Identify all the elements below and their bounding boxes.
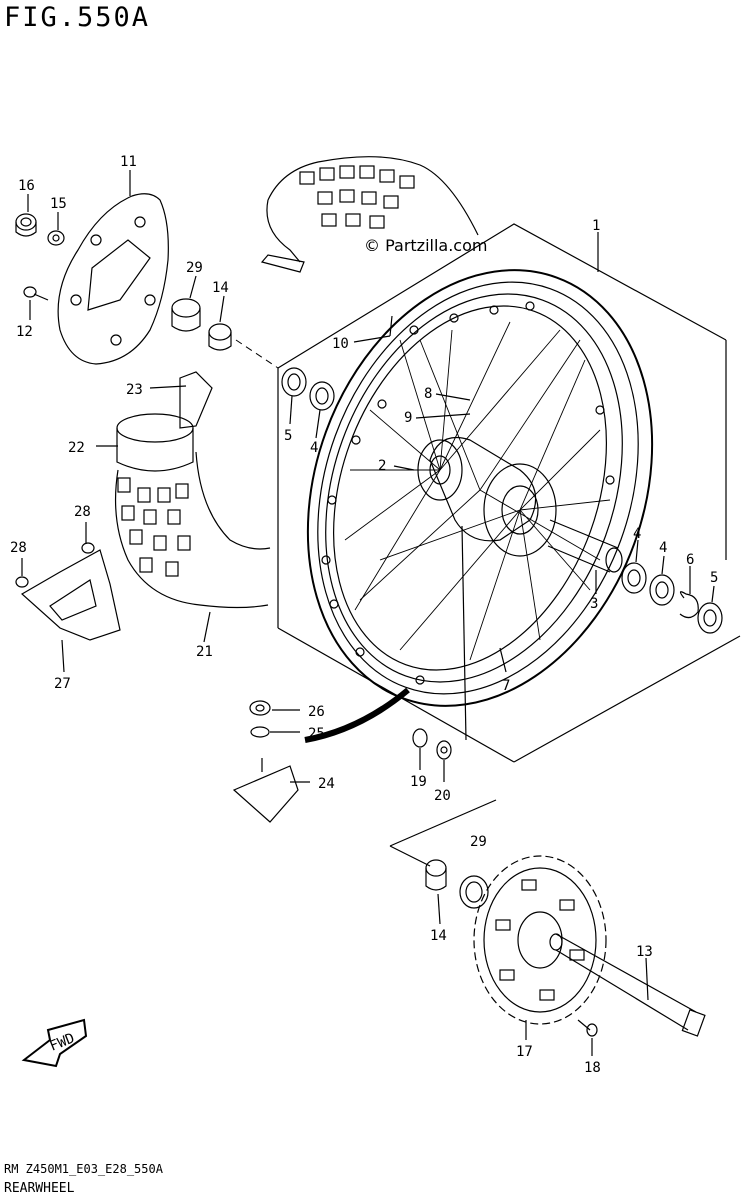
footer-title: REARWHEEL [4, 1181, 75, 1196]
callout-6: 6 [686, 552, 694, 568]
nut-19 [412, 728, 428, 748]
sprocket-assembly-box [389, 799, 497, 867]
callout-10: 10 [332, 336, 349, 352]
rim-lock-strip [179, 371, 213, 429]
callout-14-lower: 14 [430, 928, 447, 944]
callout-18: 18 [584, 1060, 601, 1076]
washer-15 [47, 230, 65, 246]
callout-11: 11 [120, 154, 137, 170]
callout-9: 9 [404, 410, 412, 426]
callout-23: 23 [126, 382, 143, 398]
sprocket-bolt-18 [577, 1019, 598, 1037]
bolt-28-a [15, 576, 29, 588]
bearing-4-left [309, 381, 335, 411]
circlip-6 [679, 591, 699, 619]
oil-seal-5-left [281, 367, 307, 397]
tire-tread-top [299, 165, 415, 229]
callout-5-left: 5 [284, 428, 292, 444]
washer-25 [250, 726, 270, 738]
nut-16 [15, 213, 37, 237]
oil-seal-29-top [171, 298, 201, 332]
callout-14-top: 14 [212, 280, 229, 296]
callout-1: 1 [592, 218, 600, 234]
figure-title: FIG.550A [4, 2, 151, 33]
washer-20 [436, 740, 452, 760]
axis-line-top [235, 339, 279, 369]
wheel-assembly-box [277, 223, 741, 763]
callout-15: 15 [50, 196, 67, 212]
callout-28-b: 28 [74, 504, 91, 520]
callout-20: 20 [434, 788, 451, 804]
rim-band [116, 413, 194, 472]
forward-arrow-icon: FWD [21, 1018, 88, 1068]
callout-5-right: 5 [710, 570, 718, 586]
brake-disc [57, 193, 169, 365]
callout-19: 19 [410, 774, 427, 790]
callout-2: 2 [378, 458, 386, 474]
oil-seal-5-right [697, 602, 723, 634]
leader-lines [21, 170, 715, 1056]
callout-16: 16 [18, 178, 35, 194]
bearing-4-right-a [621, 562, 647, 594]
callout-labels: 1 2 3 4 4 4 5 5 6 7 8 9 10 11 12 13 14 1… [10, 154, 718, 1076]
hub-spacer-3 [547, 519, 623, 573]
callout-25: 25 [308, 726, 325, 742]
copyright-watermark: © Partzilla.com [364, 236, 488, 255]
callout-3: 3 [590, 596, 598, 612]
spacer-14-top [208, 323, 232, 351]
rear-wheel [306, 269, 654, 707]
callout-26: 26 [308, 704, 325, 720]
callout-29-top: 29 [186, 260, 203, 276]
nut-26 [249, 700, 271, 716]
callout-24: 24 [318, 776, 335, 792]
tire-section-top [260, 156, 479, 273]
valve-stem [304, 687, 410, 743]
callout-28-a: 28 [10, 540, 27, 556]
rear-hub [417, 436, 557, 557]
callout-27: 27 [54, 676, 71, 692]
callout-8: 8 [424, 386, 432, 402]
callout-12: 12 [16, 324, 33, 340]
wheel-spokes [344, 321, 611, 661]
callout-21: 21 [196, 644, 213, 660]
callout-22: 22 [68, 440, 85, 456]
footer-code: RM Z450M1_E03_E28_550A [4, 1162, 163, 1176]
rear-sprocket [473, 855, 607, 1025]
spacer-14-lower [425, 859, 447, 891]
rim-spoke-holes [321, 301, 615, 685]
bearing-4-right-b [649, 574, 675, 606]
callout-17: 17 [516, 1044, 533, 1060]
callout-29-lower: 29 [470, 834, 487, 850]
callout-13: 13 [636, 944, 653, 960]
callout-4-right-b: 4 [659, 540, 667, 556]
disc-cover-27 [20, 549, 121, 641]
rear-axle-13 [549, 933, 706, 1037]
oil-seal-29-lower [459, 875, 489, 909]
tire-section-left [114, 451, 271, 609]
rim-lock-24 [232, 758, 299, 823]
callout-4-right-a: 4 [633, 526, 641, 542]
tire-tread-left [117, 477, 191, 577]
callout-7: 7 [502, 678, 510, 694]
callout-4-left: 4 [310, 440, 318, 456]
bolt-12 [23, 286, 49, 301]
bolt-28-b [81, 542, 95, 554]
